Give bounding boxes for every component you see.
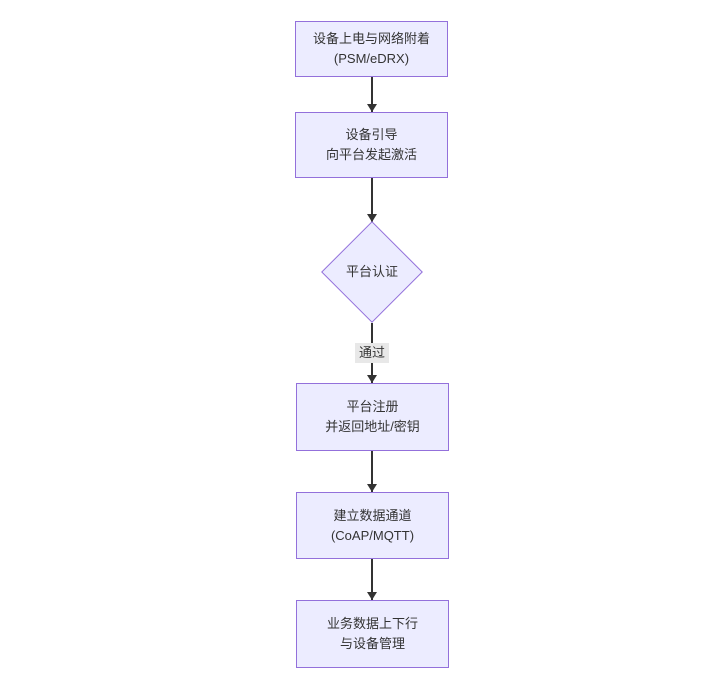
node-bootstrap: 设备引导 向平台发起激活 xyxy=(295,112,448,178)
node-label-line: (CoAP/MQTT) xyxy=(330,527,415,543)
edge-bootstrap-to-platform-auth xyxy=(367,178,377,222)
node-label-line: (PSM/eDRX) xyxy=(333,51,410,66)
edge-platform-register-to-data-channel xyxy=(367,451,377,492)
node-label-line: 平台注册 xyxy=(346,399,399,414)
node-platform-register: 平台注册 并返回地址/密钥 xyxy=(296,383,449,451)
node-business-data-label: 业务数据上下行 与设备管理 xyxy=(327,614,418,654)
node-bootstrap-label: 设备引导 向平台发起激活 xyxy=(326,125,417,165)
node-platform-register-label: 平台注册 并返回地址/密钥 xyxy=(325,397,420,437)
arrowhead-down-icon xyxy=(367,214,377,222)
node-data-channel-label: 建立数据通道 (CoAP/MQTT) xyxy=(331,506,414,546)
arrowhead-down-icon xyxy=(367,104,377,112)
node-data-channel: 建立数据通道 (CoAP/MQTT) xyxy=(296,492,449,559)
node-platform-auth-label: 平台认证 xyxy=(346,262,398,282)
node-business-data: 业务数据上下行 与设备管理 xyxy=(296,600,449,668)
node-power-attach: 设备上电与网络附着 (PSM/eDRX) xyxy=(295,21,448,77)
arrowhead-down-icon xyxy=(367,375,377,383)
arrowhead-down-icon xyxy=(367,484,377,492)
node-label-line: 并返回地址/密钥 xyxy=(325,419,420,434)
node-label-line: 业务数据上下行 xyxy=(326,616,418,631)
node-label-line: 建立数据通道 xyxy=(333,507,412,523)
edge-data-channel-to-business-data xyxy=(367,559,377,600)
edge-power-attach-to-bootstrap xyxy=(367,77,377,112)
node-label-line: 设备上电与网络附着 xyxy=(312,31,430,46)
node-label-line: 向平台发起激活 xyxy=(325,147,417,162)
edge-label-pass: 通过 xyxy=(354,343,390,363)
node-power-attach-label: 设备上电与网络附着 (PSM/eDRX) xyxy=(313,29,430,69)
node-platform-auth: 平台认证 xyxy=(321,221,423,323)
node-label-line: 平台认证 xyxy=(345,264,399,279)
node-label-line: 设备引导 xyxy=(345,127,398,142)
node-label-line: 与设备管理 xyxy=(339,636,405,651)
arrowhead-down-icon xyxy=(367,592,377,600)
